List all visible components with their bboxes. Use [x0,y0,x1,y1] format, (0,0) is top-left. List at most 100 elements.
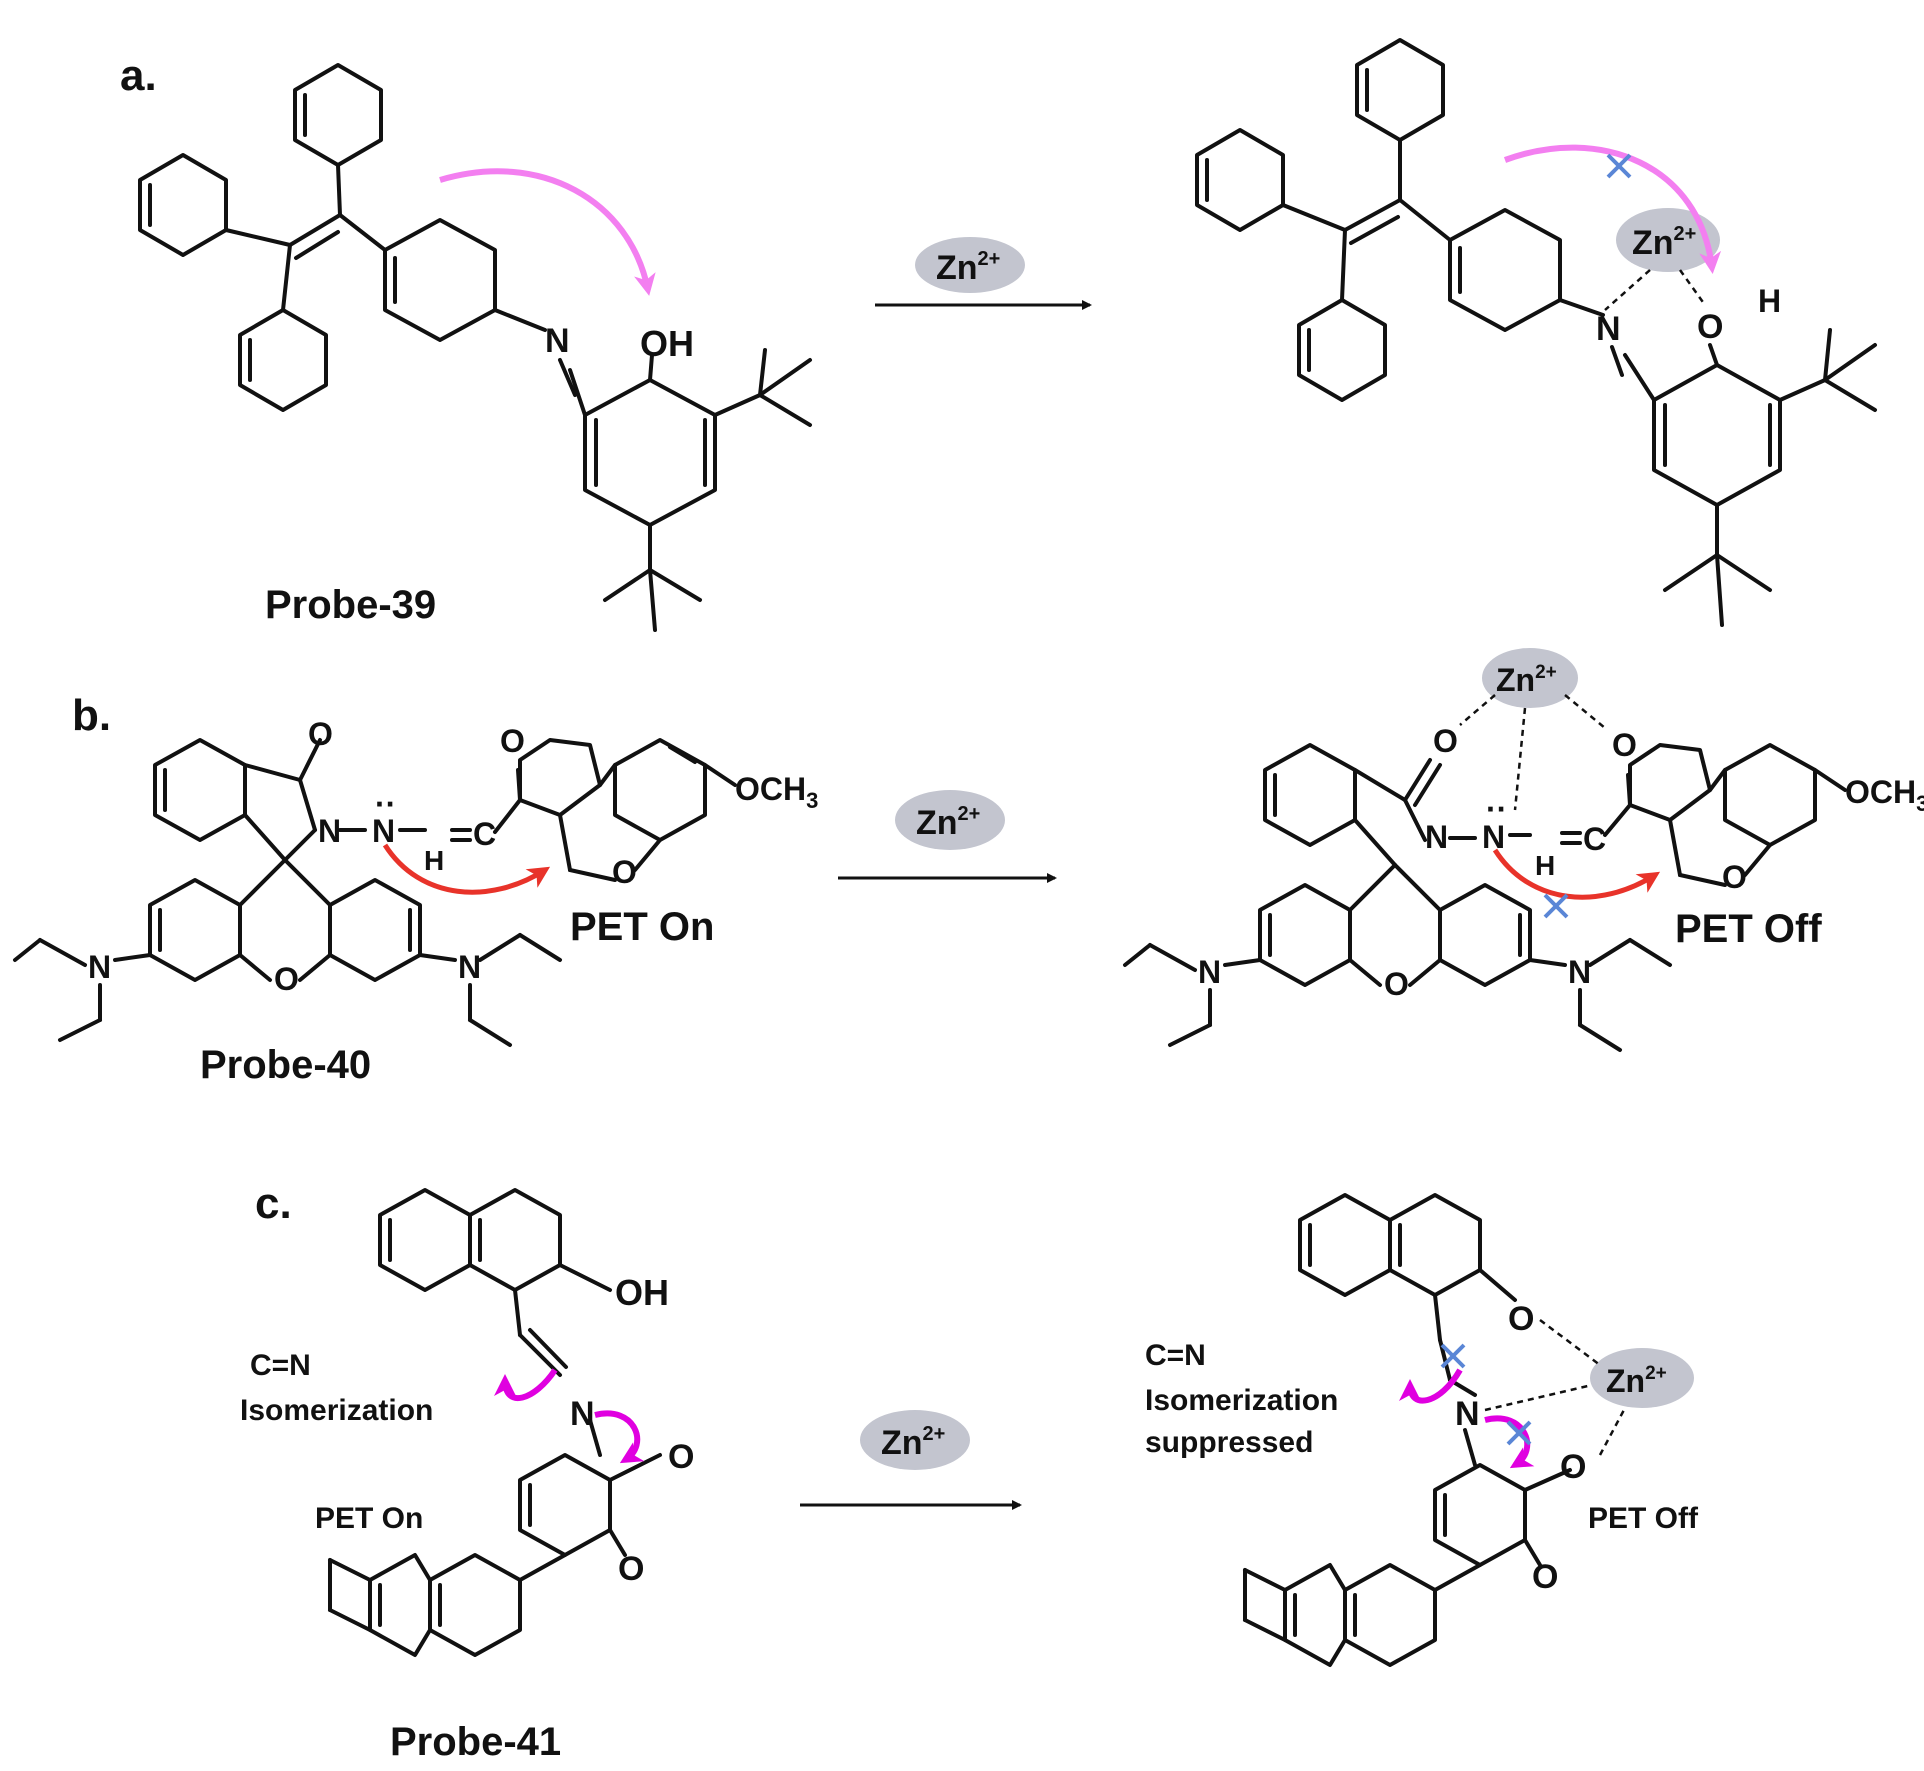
imine-n-label-r: N [1596,310,1621,348]
hydrogen-label-r: H [1758,283,1781,319]
isomerization-note-rc-2: Isomerization [1145,1384,1338,1417]
zn-charge-b: 2+ [1535,662,1557,683]
isomerization-note-rc-1: C=N [1145,1339,1206,1372]
reaction-arrow-b: Zn2+ [838,790,1057,883]
reagent-charge-c: 2+ [923,1423,946,1445]
zn-ellipse-a [1616,208,1720,272]
zn-charge-a: 2+ [1674,223,1697,245]
ring-o-c: O [618,1550,644,1588]
methoxy-sub-b: 3 [806,788,818,813]
panel-b-letter: b. [72,691,111,740]
pet-arrow-off [1492,848,1661,900]
probe-40-structure: O O O O OCH3 N N ·· C H N N PET On Probe… [13,716,818,1087]
probe-39-structure: N OH Probe-39 [138,63,812,632]
zn-complex-a: Zn2+ N O H [1195,38,1877,627]
svg-text:Zn2+: Zn2+ [936,248,1000,287]
reaction-arrow-a: Zn2+ [875,237,1092,310]
ketone-o-b: O [500,723,525,759]
amide-n-b: N [318,813,341,849]
pet-arrow [439,168,656,296]
isomerization-arrow-c [494,1368,558,1402]
amine-n-right-b: N [458,949,481,985]
oxygen-label-r: O [1697,308,1723,346]
reagent-zn-b: Zn [916,804,958,842]
imine-n-label: N [545,322,570,360]
isomerization-note-rc-3: suppressed [1145,1426,1313,1459]
methoxy-b: OCH [735,771,806,807]
zn-complex-b: Zn2+ O O N N ·· C H O O OCH3 N N PET Off [1123,648,1924,1052]
svg-text:··: ·· [1486,791,1507,827]
block-mark-b [1543,893,1569,919]
block-mark-c2 [1506,1420,1532,1446]
svg-text:Zn2+: Zn2+ [916,803,980,842]
hydrazone-n-b: N [372,813,395,849]
hydroxyl-label: OH [640,323,694,364]
svg-text:Zn2+: Zn2+ [1632,223,1696,262]
zn-label-a: Zn [1632,224,1674,262]
carbonyl-o-c: O [668,1438,694,1476]
panel-c: c. [240,1179,1699,1764]
pet-off-label-b: PET Off [1675,907,1822,951]
svg-text:Zn2+: Zn2+ [1606,1363,1667,1399]
ring-o-rb: O [1722,859,1747,895]
panel-a: a. [120,38,1877,632]
isomerization-arrow-rc [1399,1368,1463,1404]
reagent-zn-a: Zn [936,249,978,287]
amine-n-left-rb: N [1198,954,1221,990]
imine-double-bond [558,358,577,397]
isomerization-note-c-1: C=N [250,1349,311,1382]
methine-c-rb: C [1583,821,1606,857]
carbonyl-o-rc: O [1560,1448,1586,1486]
pet-arrow-rc [1484,1415,1535,1469]
panel-a-letter: a. [120,51,157,100]
enol-o-b: O [1433,723,1458,759]
ring-o-b: O [612,854,637,890]
block-mark-c1 [1440,1343,1466,1369]
zn-ellipse-c [1590,1348,1694,1408]
xanthene-o-rb: O [1384,966,1409,1002]
phenoxide-o-c: O [1508,1300,1534,1338]
reaction-arrow-c: Zn2+ [800,1410,1022,1510]
methoxy-sub-rb: 3 [1916,791,1924,816]
imine-n-rb: N [1425,819,1448,855]
methine-c-b: C [473,816,496,852]
svg-text:OCH3: OCH3 [735,771,818,813]
isomerization-note-c-2: Isomerization [240,1394,433,1427]
imine-n-rc: N [1455,1395,1480,1433]
imine-n-c: N [570,1395,595,1433]
block-mark-a [1606,153,1632,179]
pet-on-label-b: PET On [570,905,714,949]
panel-c-letter: c. [255,1179,292,1228]
probe-41-label: Probe-41 [390,1720,561,1764]
pet-arrow-blocked [1503,144,1722,274]
methine-h-b: H [424,845,444,876]
zn-charge-c: 2+ [1645,1363,1667,1384]
zn-complex-c: Zn2+ O N O O C=N Isomerization suppresse… [1145,1193,1699,1667]
reagent-charge-b: 2+ [958,803,981,825]
xanthene-o-b: O [274,961,299,997]
svg-text:Zn2+: Zn2+ [1496,662,1557,698]
zn-label-c: Zn [1606,1363,1645,1399]
panel-b: b. [13,648,1924,1087]
probe-40-label: Probe-40 [200,1043,371,1087]
reagent-charge-a: 2+ [978,248,1001,270]
methoxy-rb: OCH [1845,774,1916,810]
ketone-o-rb: O [1612,727,1637,763]
zn-label-b: Zn [1496,662,1535,698]
amine-n-left-b: N [88,949,111,985]
svg-text:··: ·· [375,786,396,822]
pet-on-label-c: PET On [315,1502,423,1535]
hydrazone-n-rb: N [1482,819,1505,855]
pet-arrow-c [594,1410,645,1464]
amine-n-right-rb: N [1568,954,1591,990]
svg-text:OCH3: OCH3 [1845,774,1924,816]
probe-39-label: Probe-39 [265,583,436,627]
pet-arrow-on [382,843,551,895]
hydroxyl-c: OH [615,1272,669,1313]
svg-text:Zn2+: Zn2+ [881,1423,945,1462]
ring-o-rc: O [1532,1558,1558,1596]
carbonyl-o-b: O [308,716,333,752]
zn-ellipse-b [1482,648,1578,708]
pet-off-label-c: PET Off [1588,1502,1699,1535]
